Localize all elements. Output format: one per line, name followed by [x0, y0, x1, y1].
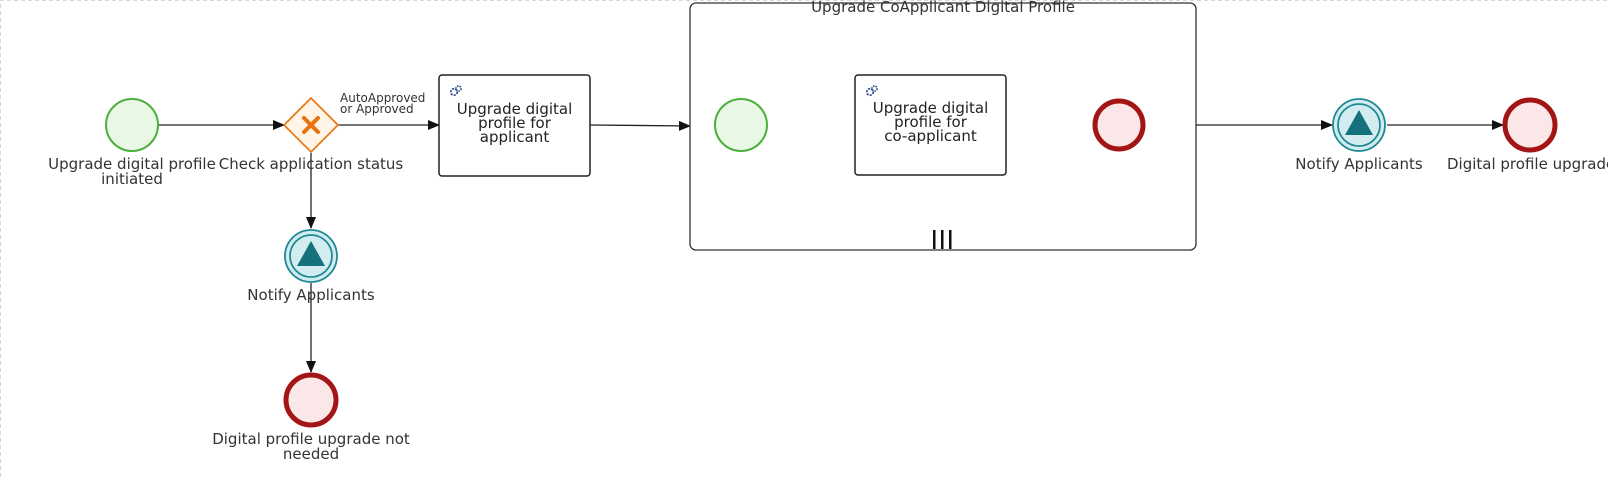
notify-right-label: Notify Applicants — [1295, 155, 1423, 173]
parallel-multi-instance-icon — [933, 230, 952, 249]
gateway-label: Check application status — [218, 155, 404, 173]
intermediate-event-notify-lower[interactable] — [284, 229, 338, 283]
start-event[interactable] — [105, 98, 159, 152]
end-event-upgraded[interactable] — [1502, 97, 1558, 153]
escalation-triangle-icon — [1345, 110, 1373, 135]
notify-lower-label: Notify Applicants — [247, 286, 375, 304]
end-not-needed-label: Digital profile upgrade not needed — [212, 430, 410, 463]
subprocess-title: Upgrade CoApplicant Digital Profile — [811, 0, 1075, 16]
intermediate-event-notify-right[interactable] — [1332, 98, 1386, 152]
task-coapplicant-label: Upgrade digital profile for co-applicant — [872, 99, 989, 145]
task-applicant-label: Upgrade digital profile for applicant — [456, 100, 573, 146]
flow-task-to-subprocess[interactable] — [589, 120, 691, 131]
task-upgrade-applicant[interactable] — [438, 74, 591, 177]
start-event-label: Upgrade digital profile initiated — [48, 155, 216, 188]
end-upgraded-label: Digital profile upgraded — [1447, 155, 1608, 173]
flow-condition-label: AutoApproved or Approved — [340, 91, 426, 116]
end-event-not-needed[interactable] — [283, 372, 339, 428]
subprocess-start-event[interactable] — [714, 98, 768, 152]
task-upgrade-coapplicant[interactable] — [854, 74, 1007, 176]
exclusive-gateway[interactable] — [282, 96, 340, 154]
subprocess-end-event[interactable] — [1092, 98, 1146, 152]
x-marker-icon — [302, 116, 320, 134]
service-task-icon — [449, 85, 462, 97]
escalation-triangle-icon — [297, 241, 325, 266]
service-task-icon — [865, 85, 878, 97]
